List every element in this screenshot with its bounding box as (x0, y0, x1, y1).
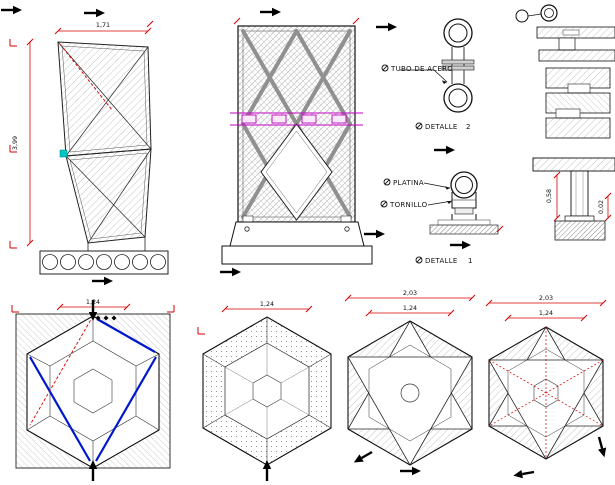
tube-label: TUBO DE ACERO (390, 65, 453, 73)
leader-arrow-icon (441, 80, 447, 84)
leader-arrow-icon (445, 186, 450, 190)
upper-panel (57, 41, 152, 157)
diameter-symbol-icon (383, 178, 391, 186)
dim-plan4-inner-label: 1,24 (539, 309, 553, 317)
dimension-width: 1,71 (54, 21, 152, 35)
section-flag-icon (90, 275, 115, 287)
section-flag-icon (350, 447, 376, 468)
section-flag-icon (258, 6, 283, 18)
section-flag-icon (432, 144, 457, 156)
scalloped-base (39, 237, 169, 275)
leader-arrow-icon (446, 201, 452, 204)
dimension-plate: 0,02 (597, 192, 612, 222)
section-flag-icon (362, 228, 387, 240)
section-flag-icon (218, 266, 243, 278)
detail1-number: 1 (468, 257, 473, 265)
section-flag-icon (398, 465, 423, 477)
weld-marks (95, 315, 117, 321)
cap-slab (532, 157, 615, 172)
dimension-plan2: 1,24 (221, 300, 313, 313)
dimension-plan4-outer: 2,03 (485, 294, 607, 307)
diameter-symbol-icon (415, 256, 423, 264)
plan-view-4: 2,03 1,24 (485, 294, 610, 481)
post (570, 170, 589, 217)
detail1-title: DETALLE (425, 257, 458, 265)
dim-plan3-outer-label: 2,03 (403, 289, 417, 297)
node-marker (59, 149, 68, 158)
star-triangle-down (347, 356, 473, 466)
dimension-plan3-outer: 2,03 (344, 289, 476, 302)
pedestal-base (221, 215, 373, 265)
plan-view-2: 1,24 (197, 300, 332, 483)
platina-label: PLATINA (393, 179, 424, 187)
detail-2-view: TUBO DE ACERO DETALLE 2 (374, 18, 475, 131)
detail2-number: 2 (466, 123, 471, 131)
dim-plan2-label: 1,24 (260, 300, 274, 308)
dimension-plan4-inner: 1,24 (504, 309, 588, 322)
joint-section-view: 0,58 0,02 (515, 4, 615, 241)
section-flag-icon (82, 7, 107, 19)
lower-panel (65, 148, 152, 244)
base-plate (429, 224, 499, 235)
footing (554, 220, 606, 241)
dim-height-label: 3,99 (11, 136, 19, 150)
dim-width-label: 1,71 (96, 21, 110, 29)
diameter-symbol-icon (380, 200, 388, 208)
dimension-plan3-inner: 1,24 (365, 304, 455, 317)
detail2-title: DETALLE (425, 123, 458, 131)
dim-column-label: 0,58 (545, 189, 553, 203)
diameter-symbol-icon (381, 64, 389, 72)
top-plate (437, 219, 491, 226)
tornillo-label: TORNILLO (389, 201, 428, 209)
dim-plan3-inner-label: 1,24 (403, 304, 417, 312)
plan-view-1: 1,24 (11, 298, 175, 483)
section-flag-icon (511, 466, 536, 481)
section-flag-icon (593, 434, 610, 460)
dim-plate-label: 0,02 (597, 200, 605, 214)
center-rhombus (260, 123, 333, 221)
section-flag-icon (374, 21, 399, 33)
diameter-symbol-icon (415, 122, 423, 130)
dim-plan4-outer-label: 2,03 (539, 294, 553, 302)
detail-1-view: PLATINA TORNILLO DETALLE 1 (380, 144, 504, 265)
side-elevation-view: 1,71 3,99 (0, 4, 169, 287)
leader-line (400, 69, 448, 83)
section-flag-icon (0, 4, 24, 16)
plan-view-3: 2,03 1,24 (344, 289, 476, 477)
dimension-height: 3,99 (9, 20, 154, 249)
blue-members (29, 318, 157, 462)
section-flag-icon (448, 239, 473, 251)
front-elevation-view (218, 6, 387, 278)
connection-band (230, 112, 363, 126)
dimension-column-height: 0,58 (545, 171, 561, 222)
